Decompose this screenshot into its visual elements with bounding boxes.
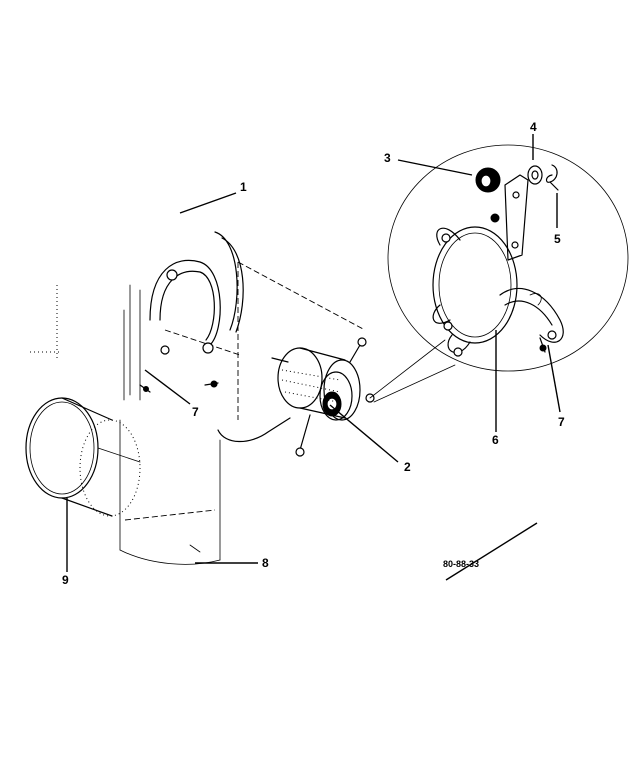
callout-8: 8: [262, 556, 269, 570]
blower-wheel: [25, 397, 141, 517]
callout-5: 5: [554, 232, 561, 246]
drawing-number: 80-88-33: [443, 559, 479, 569]
callout-7-right: 7: [558, 415, 565, 429]
part-numbers: 1 2 3 4 5 6 7 7 8 9 80-88-33: [62, 120, 565, 587]
bolt-icon: [166, 269, 178, 281]
bolt-icon: [160, 345, 170, 355]
leader-lines: [66, 134, 561, 581]
callout-1: 1: [240, 180, 247, 194]
callout-4: 4: [530, 120, 537, 134]
callout-3: 3: [384, 151, 391, 165]
blower-motor: [271, 337, 375, 457]
motor-mount-bracket: [432, 174, 564, 357]
callout-9: 9: [62, 573, 69, 587]
blower-housing: [30, 231, 366, 565]
callout-2: 2: [404, 460, 411, 474]
spring-clip: [545, 164, 559, 191]
callout-6: 6: [492, 433, 499, 447]
callout-7-left: 7: [192, 405, 199, 419]
washer: [527, 165, 543, 185]
grommet: [475, 167, 501, 193]
motor-mount-ring: [139, 259, 241, 393]
detail-magnifier: [369, 144, 629, 403]
bolt-icon: [202, 342, 214, 354]
